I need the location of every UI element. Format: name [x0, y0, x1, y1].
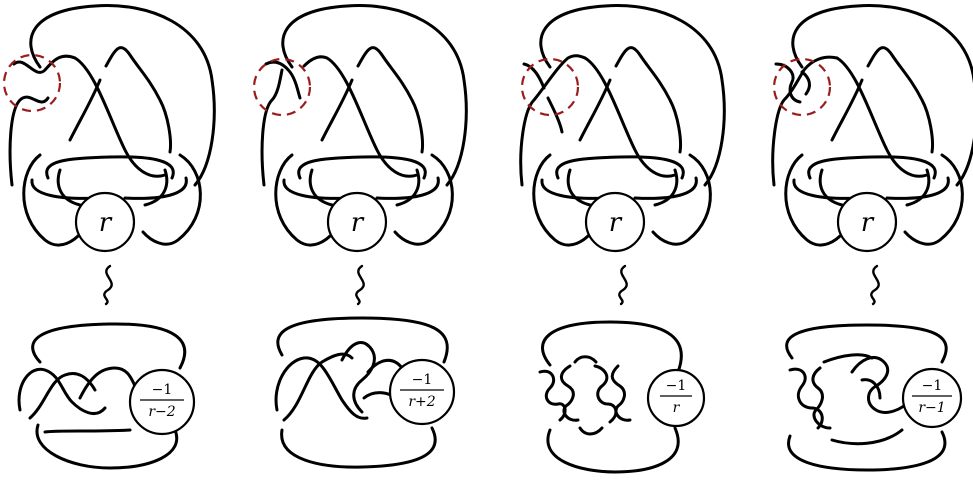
knot-strand — [616, 48, 681, 152]
knot-strand — [45, 430, 130, 432]
knot-strand — [832, 430, 902, 444]
top-knot-diagram: r — [773, 6, 973, 251]
knot-strand — [521, 56, 585, 185]
bottom-knot-diagram: −1 r+2 — [276, 318, 454, 467]
knot-strand — [852, 357, 910, 412]
tangle-label: r — [351, 208, 365, 238]
tangle-fraction-numerator: −1 — [412, 372, 433, 388]
rational-tangle-circle — [390, 360, 454, 424]
bottom-knot-diagram: −1 r — [540, 322, 704, 472]
knot-strand — [575, 357, 596, 362]
knot-strand — [802, 72, 809, 94]
knot-strand — [33, 324, 185, 368]
bottom-knot-diagram: −1 r−1 — [787, 325, 961, 470]
knot-strand — [542, 180, 610, 198]
panel-2: r −1 r+2 — [254, 6, 466, 468]
knot-strand — [278, 318, 447, 362]
tangle-fraction-denominator: r−2 — [148, 404, 175, 420]
tangle-fraction-denominator: r−1 — [918, 400, 945, 416]
top-knot-diagram: r — [254, 6, 466, 251]
tangle-label: r — [861, 208, 875, 238]
knot-strand — [358, 48, 423, 152]
knot-strand — [790, 369, 822, 428]
knot-strand — [284, 354, 352, 420]
rational-tangle-circle — [130, 370, 194, 434]
knot-strand — [548, 428, 678, 472]
knot-strand — [276, 358, 367, 418]
isotopy-squiggle-icon — [871, 266, 878, 304]
knot-strand — [125, 178, 186, 198]
knot-strand — [580, 80, 610, 140]
crossing-change-marker — [4, 55, 60, 111]
knot-strand — [377, 178, 438, 198]
panel-1: r −1 r−2 — [4, 6, 214, 468]
knot-strand — [543, 322, 682, 372]
panel-3: r −1 r — [521, 6, 725, 472]
knot-strand — [524, 64, 544, 88]
isotopy-squiggle-icon — [356, 266, 363, 304]
bottom-knot-diagram: −1 r−2 — [19, 324, 194, 468]
crossing-change-marker — [254, 59, 310, 115]
isotopy-squiggle-icon — [619, 266, 626, 304]
tangle-fraction-numerator: −1 — [922, 378, 943, 394]
knot-strand — [70, 80, 100, 140]
isotopy-squiggle-icon — [104, 266, 111, 304]
knot-strand — [580, 428, 602, 434]
tangle-label: r — [99, 208, 113, 238]
knot-strand — [789, 432, 945, 470]
knot-strand — [284, 180, 352, 198]
knot-strand — [266, 62, 300, 98]
knot-strand — [561, 366, 578, 420]
knot-strand — [276, 155, 334, 245]
knot-strand — [32, 180, 100, 198]
knot-strand — [635, 178, 696, 198]
knot-strand — [282, 428, 436, 467]
knot-strand — [80, 368, 135, 398]
tangle-label: r — [609, 208, 623, 238]
knot-strand — [24, 155, 82, 245]
knot-strand — [262, 70, 282, 185]
knot-strand — [534, 155, 592, 245]
tangle-fraction-denominator: r+2 — [408, 394, 435, 410]
knot-strand — [887, 178, 948, 198]
tangle-fraction-numerator: −1 — [152, 382, 173, 398]
knot-strand — [794, 180, 862, 198]
top-knot-diagram: r — [4, 6, 214, 251]
panel-4: r −1 r−1 — [773, 6, 973, 470]
top-knot-diagram: r — [521, 6, 725, 251]
knot-strand — [322, 80, 352, 140]
tangle-fraction-numerator: −1 — [666, 378, 687, 394]
knot-strand — [106, 48, 171, 152]
knot-strand — [786, 155, 844, 245]
knot-strand — [832, 80, 862, 140]
knot-strand — [612, 366, 630, 420]
knot-strand — [868, 48, 933, 152]
knot-strand — [14, 56, 75, 72]
knot-strand — [342, 343, 374, 412]
